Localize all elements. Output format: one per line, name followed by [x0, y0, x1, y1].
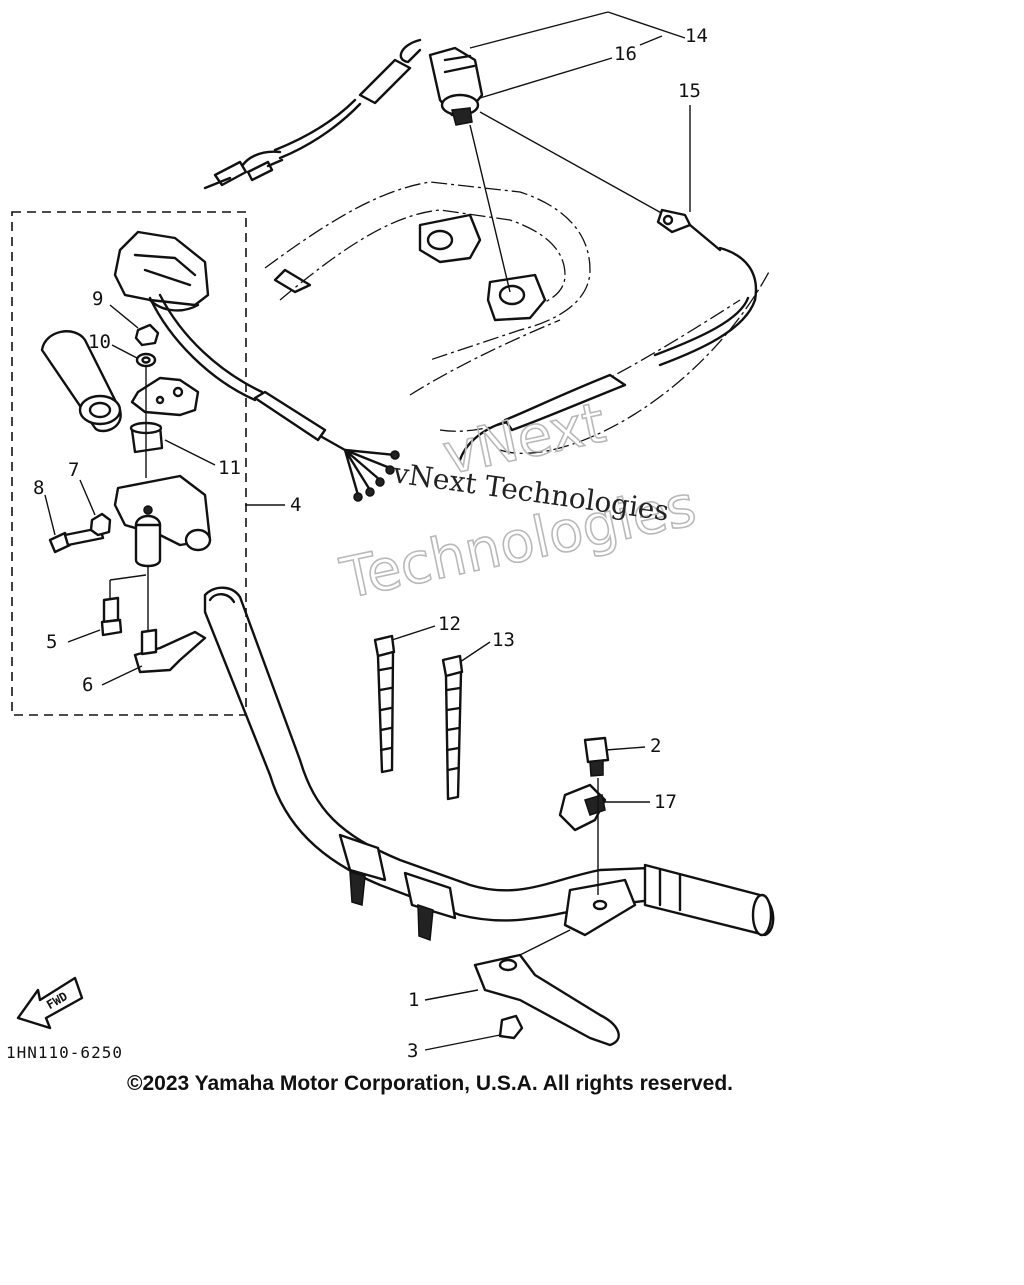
- callout-12: 12: [438, 613, 461, 635]
- callout-6: 6: [82, 674, 93, 696]
- lever-bracket: [563, 878, 637, 937]
- right-grip: [643, 863, 775, 937]
- hull-frame-outline: [264, 181, 771, 454]
- throttle-body: [113, 474, 212, 568]
- cable-15: [458, 208, 758, 462]
- callout-labels: 1 2 3 4 5 6 7 8 9 10 11 12 13 14 15 16 1…: [33, 25, 708, 1062]
- nut-9: [134, 323, 160, 347]
- callout-4: 4: [290, 494, 301, 516]
- cable-tie-13: [441, 654, 464, 801]
- callout-16: 16: [614, 43, 637, 65]
- callout-17: 17: [654, 791, 677, 813]
- handlebar: [203, 586, 654, 922]
- callout-1: 1: [408, 989, 419, 1011]
- callout-13: 13: [492, 629, 515, 651]
- throttle-assembly-box: [11, 211, 247, 716]
- handlebar-clamp-left: [338, 833, 387, 906]
- bracket-17: [558, 783, 607, 832]
- left-grip: [40, 330, 122, 433]
- switch-wire-lead: [203, 58, 412, 190]
- callout-2: 2: [650, 735, 661, 757]
- handlebar-clamp-right: [403, 871, 457, 942]
- throttle-cable: [148, 293, 400, 502]
- callout-5: 5: [46, 631, 57, 653]
- switch-16: [399, 38, 484, 126]
- bolt-2: [583, 736, 610, 777]
- screw-5: [100, 596, 123, 637]
- callout-leaders: [44, 11, 691, 1051]
- callout-8: 8: [33, 477, 44, 499]
- diagram-code: 1HN110-6250: [6, 1043, 123, 1062]
- lever-1: [473, 953, 620, 1047]
- callout-3: 3: [407, 1040, 418, 1062]
- washer-10: [135, 352, 157, 368]
- nut-3: [498, 1014, 524, 1040]
- callout-15: 15: [678, 80, 701, 102]
- cable-tie-12: [373, 634, 396, 774]
- throttle-switch-housing: [113, 230, 210, 312]
- cover-plate: [130, 376, 200, 417]
- fwd-direction-arrow: FWD: [16, 976, 84, 1030]
- lever-arm-6: [133, 628, 207, 674]
- copyright-notice: ©2023 Yamaha Motor Corporation, U.S.A. A…: [127, 1072, 733, 1095]
- callout-9: 9: [92, 288, 103, 310]
- callout-7: 7: [68, 459, 79, 481]
- callout-11: 11: [218, 457, 241, 479]
- nut-7: [89, 512, 112, 537]
- callout-10: 10: [88, 331, 111, 353]
- callout-14: 14: [685, 25, 708, 47]
